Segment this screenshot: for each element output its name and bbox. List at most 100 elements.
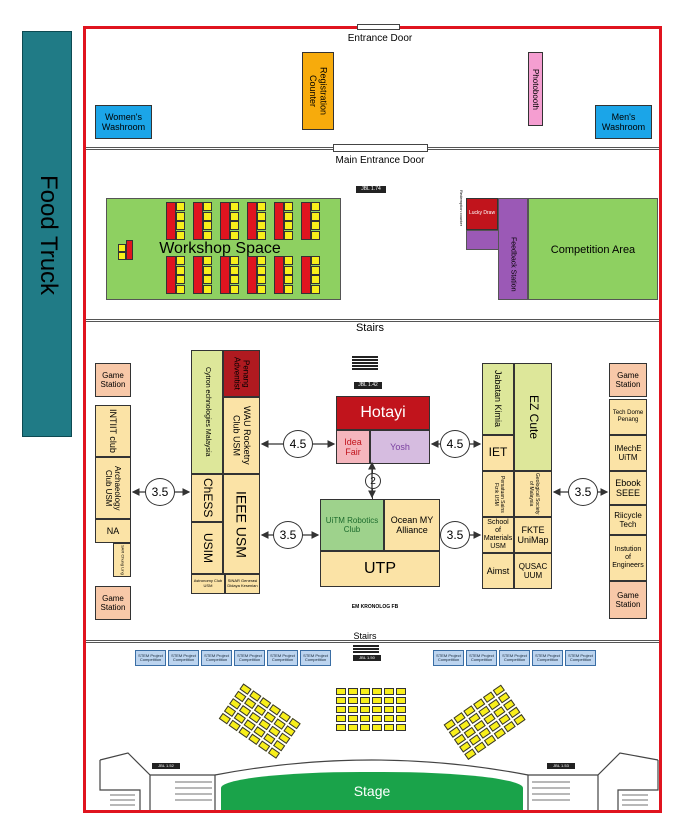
workshop-chair [230, 265, 239, 275]
workshop-chair [230, 230, 239, 240]
riicycle-tech: Riicycle Tech [609, 505, 647, 535]
stairs-sign-top-label: JBL 1.42 [358, 382, 378, 388]
auditorium-seat [336, 696, 346, 704]
auditorium-seat [384, 696, 394, 704]
stairs-top-icon [352, 356, 378, 370]
distance-left-inner-top: 4.5 [283, 430, 313, 458]
stem-project-competition: STEM Project Competition [499, 650, 530, 666]
workshop-chair [176, 275, 185, 284]
workshop-chair [257, 256, 266, 265]
workshop-table [220, 202, 230, 240]
intiit-club-label: INTIIT club [108, 409, 119, 453]
auditorium-seat [336, 705, 346, 713]
workshop-chair [203, 284, 212, 294]
distance-left-inner-bottom-label: 3.5 [279, 528, 297, 542]
imeche-uitm: IMechE UiTM [609, 435, 647, 471]
sign-right: JBL 1.53 [547, 763, 575, 769]
lucky-draw: Lucky Draw [466, 198, 498, 230]
stem-project-competition: STEM Project Competition [234, 650, 265, 666]
workshop-chair [176, 202, 185, 211]
stairs-sign-bottom: JBL 1.50 [353, 655, 381, 661]
sar-chung-ling: SAR Chung Ling [113, 543, 131, 577]
game-station-left-bottom: Game Station [95, 586, 131, 620]
sinar-booth: SINAR Generasi Didaya Kesenian [225, 574, 260, 594]
womens-washroom: Women's Washroom [95, 105, 152, 139]
game-station-right-bottom: Game Station [609, 581, 647, 619]
photobooth: Photobooth [528, 52, 543, 126]
stairs-bottom-icon [353, 645, 379, 653]
persatuan-sains-fizik: Persatuan Sains Fizik USM [482, 471, 514, 517]
cytron-technologies-label: Cytron echnologies Malaysia [204, 367, 212, 457]
ez-cute: EZ Cute [514, 363, 552, 471]
workshop-chair [203, 211, 212, 221]
persatuan-sains-fizik-label: Persatuan Sains Fizik USM [493, 475, 505, 513]
workshop-chair [203, 221, 212, 230]
auditorium-seat [360, 696, 370, 704]
main-entrance-door-label: Main Entrance Door [335, 155, 425, 166]
qusac-uum: QUSAC UUM [514, 553, 552, 589]
workshop-table [274, 202, 284, 240]
penang-adventist: Penang Adventist [223, 350, 260, 397]
aimst-label: Aimst [486, 565, 510, 576]
sign-left: JBL 1.52 [152, 763, 180, 769]
archaeology-club-label: Archaeology Club USM [104, 465, 123, 511]
usim-booth-label: USIM [200, 533, 215, 563]
mens-washroom: Men's Washroom [595, 105, 652, 139]
auditorium-seat [348, 705, 358, 713]
uitm-robotics-club-label: UiTM Robotics Club [325, 515, 379, 534]
distance-right-outer: 3.5 [568, 478, 598, 506]
ieee-usm-label: IEEE USM [233, 490, 250, 558]
ocean-my-alliance-label: Ocean MY Alliance [390, 514, 434, 535]
na-booth: NA [95, 519, 131, 543]
workshop-chair [203, 230, 212, 240]
ez-cute-label: EZ Cute [526, 394, 541, 439]
auditorium-seat [360, 687, 370, 695]
game-station-left-top-label: Game Station [100, 370, 126, 389]
auditorium-seat [384, 723, 394, 731]
auditorium-seat [372, 696, 382, 704]
stairs-sign-bottom-label: JBL 1.50 [359, 655, 375, 660]
divider-stairs-top [86, 319, 659, 322]
workshop-chair [118, 244, 126, 252]
geological-society-label: Geological Society of Malaysia [528, 473, 540, 515]
workshop-chair [230, 202, 239, 211]
workshop-chair [284, 211, 293, 221]
auditorium-seat [396, 723, 406, 731]
main-entrance-door [333, 144, 428, 152]
idea-fair-label: Idea Fair [344, 436, 362, 457]
workshop-chair [230, 256, 239, 265]
auditorium-seat [384, 714, 394, 722]
auditorium-seat [336, 723, 346, 731]
distance-right-inner-bottom: 3.5 [440, 521, 470, 549]
yosh-label: Yosh [390, 441, 410, 452]
auditorium-seat [396, 687, 406, 695]
auditorium-seat [396, 705, 406, 713]
auditorium-seat [372, 714, 382, 722]
distance-left-outer: 3.5 [145, 478, 175, 506]
workshop-chair [203, 275, 212, 284]
auditorium-seat [384, 705, 394, 713]
workshop-chair [311, 275, 320, 284]
distance-right-inner-top-label: 4.5 [446, 437, 464, 451]
lucky-draw-label: Lucky Draw [468, 210, 496, 217]
distance-left-inner-top-label: 4.5 [289, 437, 307, 451]
fkte-unimap-label: FKTE UniMap [517, 524, 549, 545]
distance-right-inner-top: 4.5 [440, 430, 470, 458]
auditorium-seat [372, 687, 382, 695]
workshop-chair [284, 284, 293, 294]
distance-left-inner-bottom: 3.5 [273, 521, 303, 549]
game-station-right-top-label: Game Station [615, 370, 641, 389]
institution-of-engineers-label: Instution of Engineers [612, 545, 644, 570]
iet-booth: IET [482, 435, 514, 471]
uitm-robotics-club: UiTM Robotics Club [320, 499, 384, 551]
utp-label: UTP [364, 559, 396, 577]
sar-chung-ling-label: SAR Chung Ling [120, 545, 126, 575]
sinar-booth-label: SINAR Generasi Didaya Kesenian [227, 578, 258, 588]
cytron-technologies: Cytron echnologies Malaysia [191, 350, 223, 474]
workshop-chair [284, 265, 293, 275]
divider-stairs-bottom [86, 640, 659, 643]
workshop-table [220, 256, 230, 294]
workshop-chair [284, 202, 293, 211]
workshop-table [247, 256, 257, 294]
